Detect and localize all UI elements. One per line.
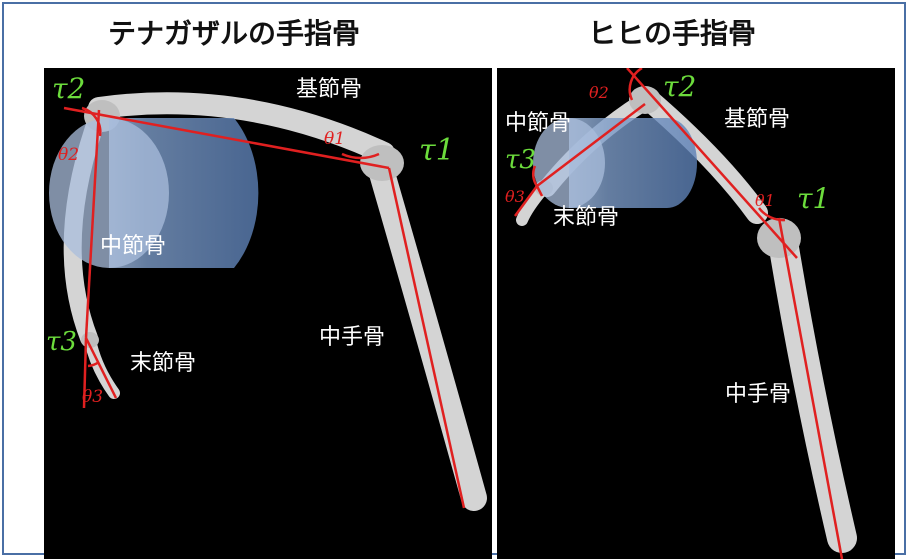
baboon-theta3-arc — [532, 165, 539, 187]
baboon-joint-lines — [513, 68, 844, 559]
gibbon-theta1: θ1 — [324, 129, 345, 149]
title-baboon: ヒヒの手指骨 — [588, 17, 757, 50]
baboon-pip-joint — [629, 86, 661, 114]
gibbon-theta3: θ3 — [82, 387, 103, 407]
gibbon-theta2: θ2 — [58, 145, 79, 165]
baboon-theta1: θ1 — [755, 191, 775, 210]
baboon-label-middle: 中節骨 — [505, 111, 571, 136]
gibbon-tau2: τ2 — [52, 72, 85, 105]
gibbon-grasped-cylinder — [49, 118, 259, 268]
gibbon-theta2-arc — [81, 106, 102, 137]
gibbon-label-middle: 中節骨 — [100, 234, 166, 259]
baboon-label-metacarpal: 中手骨 — [725, 382, 791, 407]
gibbon-middle-axis-line — [84, 109, 101, 339]
baboon-middle-axis-line — [536, 103, 646, 187]
baboon-distal-reference-line — [535, 185, 544, 197]
baboon-theta3: θ3 — [505, 187, 525, 206]
baboon-proximal-axis-line — [626, 68, 798, 259]
gibbon-label-proximal: 基節骨 — [296, 77, 362, 102]
gibbon-joint-lines — [63, 106, 466, 509]
baboon-proximal-phalanx-bone — [636, 87, 768, 224]
baboon-label-proximal: 基節骨 — [724, 107, 790, 132]
baboon-diagram: 基節骨 中節骨 末節骨 中手骨 τ1 τ2 τ3 θ1 θ2 θ3 — [505, 68, 857, 559]
baboon-theta2: θ2 — [589, 83, 609, 102]
gibbon-distal-reference-line — [82, 337, 88, 409]
gibbon-xray-panel: 基節骨 中節骨 末節骨 中手骨 τ1 τ2 τ3 θ1 θ2 θ3 — [44, 68, 492, 559]
baboon-theta1-arc — [757, 207, 786, 222]
baboon-tau1: τ1 — [797, 182, 830, 215]
baboon-tau2: τ2 — [663, 70, 696, 103]
gibbon-theta1-arc — [341, 152, 380, 160]
gibbon-proximal-axis-line — [63, 106, 390, 170]
gibbon-theta3-arc — [87, 360, 100, 368]
baboon-metacarpal-axis-line — [777, 217, 844, 559]
gibbon-label-metacarpal: 中手骨 — [319, 325, 385, 350]
gibbon-metacarpal-bone — [366, 150, 487, 511]
title-gibbon: テナガザルの手指骨 — [108, 17, 361, 50]
gibbon-metacarpal-axis-line — [387, 167, 466, 509]
baboon-label-distal: 末節骨 — [553, 205, 619, 230]
gibbon-distal-axis-line — [84, 337, 118, 399]
gibbon-tau1: τ1 — [419, 133, 455, 168]
gibbon-mcp-joint — [360, 145, 404, 181]
gibbon-tau3: τ3 — [46, 327, 77, 357]
gibbon-label-distal: 末節骨 — [130, 351, 196, 376]
baboon-xray-panel: 基節骨 中節骨 末節骨 中手骨 τ1 τ2 τ3 θ1 θ2 θ3 — [497, 68, 895, 559]
baboon-tau3: τ3 — [505, 145, 536, 175]
baboon-distal-axis-line — [513, 185, 539, 217]
baboon-theta2-arc — [628, 68, 643, 101]
gibbon-diagram: 基節骨 中節骨 末節骨 中手骨 τ1 τ2 τ3 θ1 θ2 θ3 — [46, 72, 487, 511]
gibbon-proximal-phalanx-bone — [88, 92, 395, 164]
